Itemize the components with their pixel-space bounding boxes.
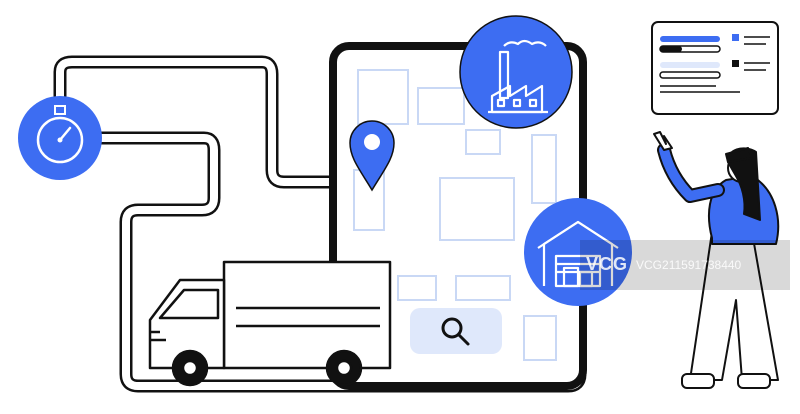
stopwatch-icon — [18, 96, 102, 180]
status-panel — [651, 21, 779, 115]
delivery-truck-icon — [148, 260, 392, 387]
factory-icon — [459, 15, 573, 129]
watermark-id: VCG211591738440 — [636, 257, 742, 272]
warehouse-icon — [524, 198, 632, 306]
person-figure — [653, 131, 780, 389]
search-button[interactable] — [410, 308, 502, 354]
search-icon — [441, 317, 470, 346]
watermark-band — [580, 240, 790, 290]
watermark: VCG VCG211591738440 — [586, 254, 741, 275]
watermark-brand: VCG — [586, 254, 629, 274]
location-pin-icon — [349, 120, 395, 192]
map-device — [329, 42, 587, 390]
